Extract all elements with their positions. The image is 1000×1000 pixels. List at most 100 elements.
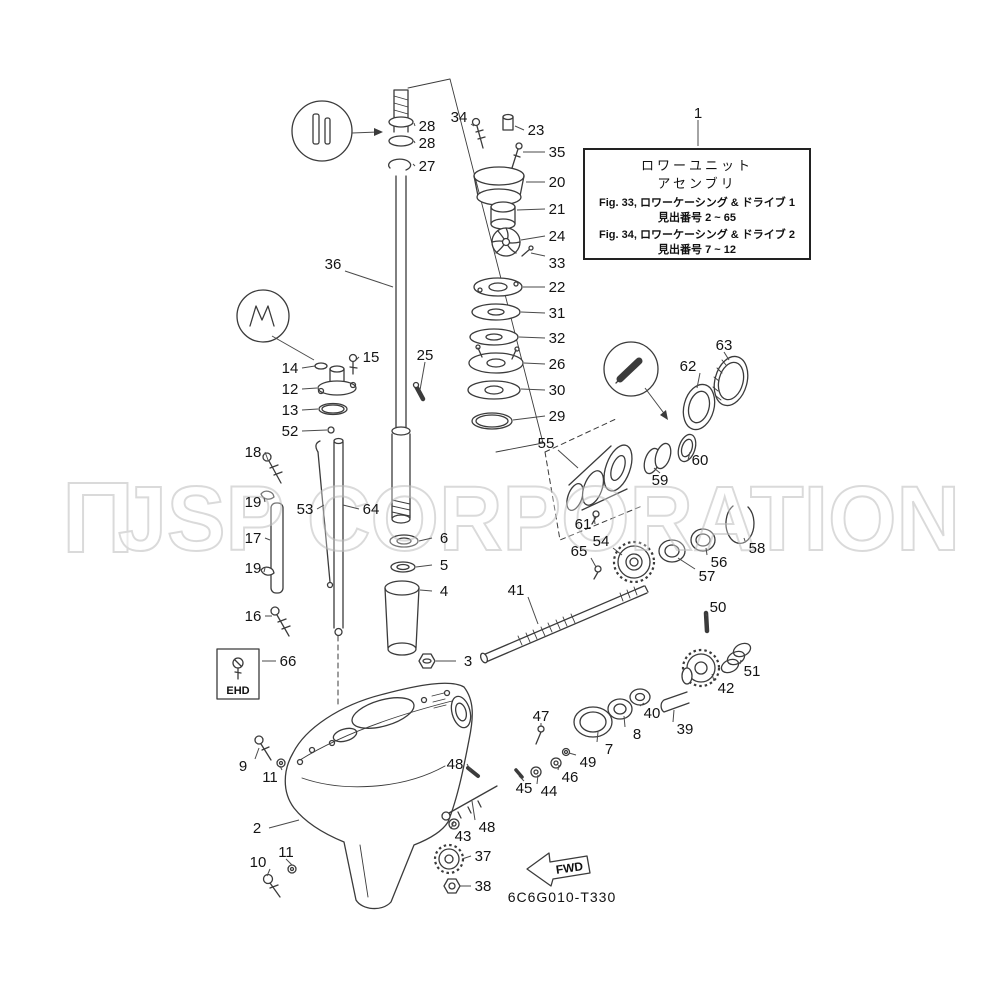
shift-bracket-assembly [314, 353, 358, 434]
ring-56 [690, 528, 716, 552]
gasket-32 [469, 328, 519, 346]
bolt-15 [348, 353, 358, 375]
part-callout: 1 [694, 105, 702, 122]
leader-line [612, 547, 623, 556]
anode-17 [270, 502, 284, 594]
part-callout: 44 [541, 783, 558, 800]
part-callout: 53 [297, 501, 314, 518]
screw-61 [591, 510, 600, 525]
pin-50 [703, 610, 710, 634]
part-callout: 6 [440, 530, 448, 547]
leader-line [520, 235, 546, 241]
part-callout: 32 [549, 330, 566, 347]
watermark-text: JSP CORPORATION [118, 468, 960, 570]
part-callout: 29 [549, 408, 566, 425]
part-callout: 19 [245, 560, 262, 577]
washer-57 [658, 539, 686, 563]
part-callout: 28 [419, 118, 436, 135]
inset-circle-pin-right [603, 341, 668, 420]
part-callout: 39 [677, 721, 694, 738]
leader-line [415, 564, 433, 568]
plate-22 [473, 277, 523, 297]
gasket-31 [471, 303, 521, 321]
washer-28b [388, 135, 414, 147]
leader-line [593, 515, 596, 525]
leader-line [623, 715, 626, 728]
leader-line [263, 567, 266, 573]
leader-line [536, 774, 539, 785]
circlip-27 [387, 158, 412, 171]
part-callout: 60 [692, 452, 709, 469]
part-callout: 63 [716, 337, 733, 354]
info-fig33-range: 見出番号 2 ~ 65 [658, 212, 736, 224]
leader-line [412, 163, 416, 167]
diagram-code: 6C6G010-T330 [508, 889, 617, 905]
leader-line [301, 429, 328, 432]
leader-line [470, 123, 475, 127]
leader-line [590, 557, 597, 568]
part-callout: 13 [282, 402, 299, 419]
washer-46 [550, 757, 562, 769]
part-callout: 43 [455, 828, 472, 845]
gear-ring-62 [682, 383, 716, 431]
part-callout: 16 [245, 608, 262, 625]
bracket-12 [317, 365, 357, 396]
part-callout: 12 [282, 381, 299, 398]
leader-line [520, 311, 546, 314]
leader-line [316, 504, 325, 510]
anode-group [260, 437, 344, 637]
part-callout: 33 [549, 255, 566, 272]
part-callout: 65 [571, 543, 588, 560]
fwd-arrow: FWD [526, 852, 591, 887]
leader-line [687, 451, 691, 461]
cap-23 [502, 113, 514, 131]
bushing-40 [629, 688, 651, 706]
part-callout: 55 [538, 435, 555, 452]
part-callout: 5 [440, 557, 448, 574]
part-callout: 26 [549, 356, 566, 373]
watermark: Π JSP CORPORATION [61, 461, 961, 575]
pin-45 [514, 768, 524, 779]
plate-26 [468, 344, 524, 374]
pin-65 [593, 565, 602, 580]
reverse-gear-cluster [433, 610, 752, 894]
part-callout: 18 [245, 444, 262, 461]
explode-guide-lines [337, 78, 643, 707]
lower-casing [284, 682, 473, 910]
part-callout: 41 [508, 582, 525, 599]
part-callout: 46 [562, 769, 579, 786]
part-callout: 54 [593, 533, 610, 550]
part-callout: 40 [644, 705, 661, 722]
washer-44 [530, 766, 542, 778]
part-callout: 42 [718, 680, 735, 697]
part-callout: 36 [325, 256, 342, 273]
washer-11b [287, 864, 297, 874]
leader-line [743, 537, 746, 542]
part-callout: 19 [245, 494, 262, 511]
leader-line [355, 356, 360, 361]
bolt-47 [535, 725, 545, 745]
leader-line [413, 140, 416, 144]
part-callout: 11 [262, 769, 278, 786]
oring-13 [318, 402, 348, 416]
leader-line [268, 819, 300, 829]
washer-11a [276, 758, 286, 768]
ehd-box: EHD [216, 648, 260, 700]
gear-42 [681, 648, 721, 688]
part-callout: 14 [282, 360, 299, 377]
part-callout: 52 [282, 423, 299, 440]
part-callout: 27 [419, 158, 436, 175]
info-fig33-line: Fig. 33, ロワーケーシング & ドライブ 1 [599, 197, 795, 209]
part-callout: 49 [580, 754, 597, 771]
leader-line [518, 336, 546, 339]
leader-line [639, 702, 645, 707]
nut-38 [443, 878, 461, 894]
leader-line [450, 820, 455, 830]
spring-51 [720, 642, 752, 674]
leader-line [413, 122, 416, 127]
bolt-16 [270, 606, 291, 637]
info-title-line1: ロワーユニット [640, 158, 753, 173]
bearing-carrier-55 [566, 444, 633, 512]
